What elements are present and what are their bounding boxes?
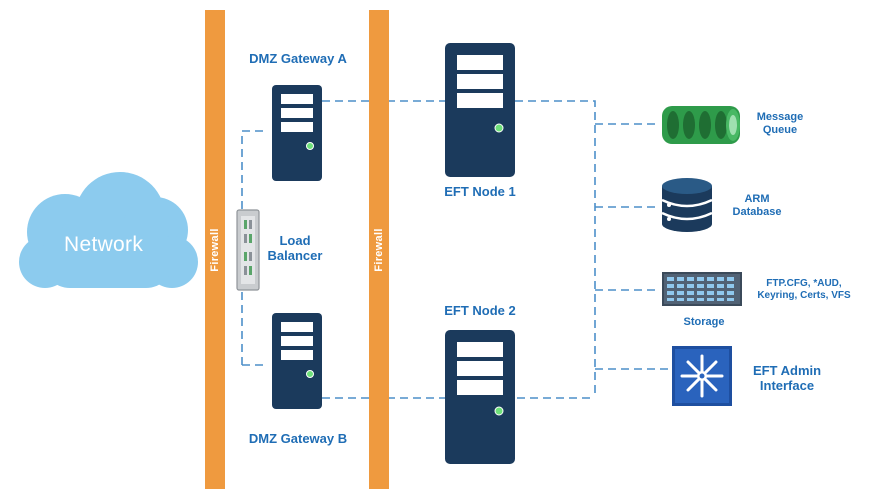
node1-label: EFT Node 1 bbox=[444, 184, 516, 199]
admin-snowflake-icon bbox=[672, 346, 732, 406]
arm-database-label: ARM Database bbox=[722, 193, 792, 218]
arm-database-label-line-2: Database bbox=[732, 205, 782, 218]
status-led-icon bbox=[494, 123, 504, 133]
admin-interface-label: EFT Admin Interface bbox=[742, 363, 832, 394]
firewall-left-label: Firewall bbox=[209, 228, 221, 272]
load-balancer-label-line-2: Balancer bbox=[267, 247, 323, 263]
firewall-right-label: Firewall bbox=[373, 228, 385, 272]
load-balancer-label: Load Balancer bbox=[262, 233, 328, 264]
network-label: Network bbox=[64, 233, 144, 256]
admin-interface-label-line-2: Interface bbox=[759, 377, 815, 393]
arm-database-label-line-1: ARM bbox=[744, 193, 770, 205]
gateway-b-server-icon bbox=[272, 313, 322, 409]
firewall-left bbox=[205, 10, 225, 489]
line-node1-bus bbox=[515, 100, 596, 398]
gateway-a-label: DMZ Gateway A bbox=[249, 51, 347, 66]
message-queue-icon bbox=[662, 106, 740, 144]
message-queue-label-line-1: Message bbox=[756, 111, 804, 123]
database-icon bbox=[661, 178, 713, 232]
connector-lines bbox=[241, 100, 672, 399]
cloud-icon bbox=[19, 172, 198, 288]
status-led-icon bbox=[494, 406, 504, 416]
gateway-a-server-icon bbox=[272, 85, 322, 181]
message-queue-label: Message Queue bbox=[748, 111, 812, 136]
admin-interface-label-line-1: EFT Admin bbox=[752, 363, 822, 378]
load-balancer-icon bbox=[236, 209, 260, 291]
message-queue-label-line-2: Queue bbox=[762, 123, 798, 136]
status-led-icon bbox=[306, 370, 314, 378]
status-led-icon bbox=[306, 142, 314, 150]
gateway-b-label: DMZ Gateway B bbox=[248, 431, 348, 446]
node1-server-icon bbox=[445, 43, 515, 177]
storage-contents-label: FTP.CFG, *AUD, Keyring, Certs, VFS bbox=[748, 278, 860, 301]
storage-label: Storage bbox=[683, 316, 725, 328]
storage-contents-label-line-1: FTP.CFG, *AUD, bbox=[766, 278, 842, 289]
load-balancer-label-line-1: Load bbox=[279, 233, 311, 248]
firewall-right bbox=[369, 10, 389, 489]
node2-server-icon bbox=[445, 330, 515, 464]
storage-contents-label-line-2: Keyring, Certs, VFS bbox=[757, 289, 851, 301]
node2-label: EFT Node 2 bbox=[444, 303, 516, 318]
storage-rack-icon bbox=[662, 272, 742, 306]
